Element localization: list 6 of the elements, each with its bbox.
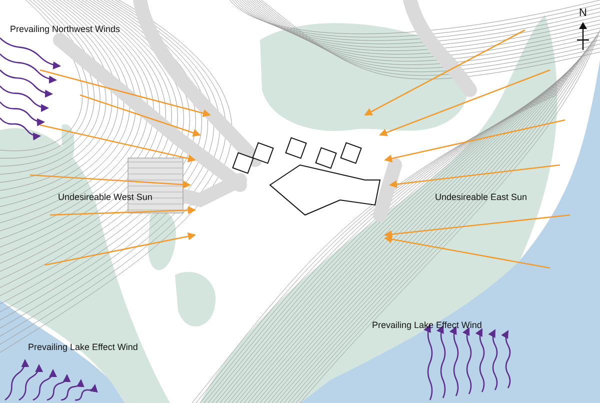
map-label: Prevailing Lake Effect Wind	[28, 342, 138, 353]
map-label: Prevailing Northwest Winds	[10, 24, 120, 35]
map-label: Prevailing Lake Effect Wind	[372, 320, 482, 331]
map-label: Undesireable West Sun	[58, 192, 152, 203]
map-label: Undesireable East Sun	[435, 192, 528, 203]
north-label: N	[579, 8, 587, 19]
